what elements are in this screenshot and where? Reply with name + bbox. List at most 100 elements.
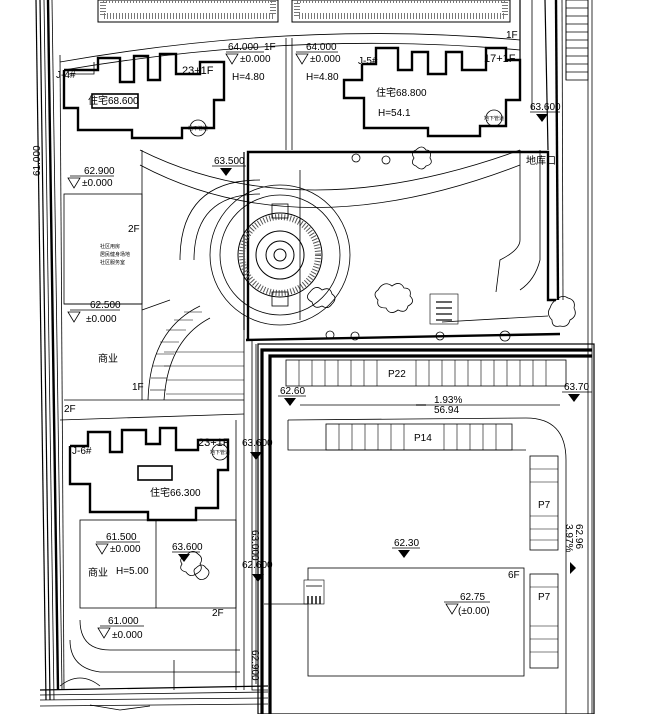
right-stairs (565, 0, 589, 81)
elevation-e7: 62.75 (±0.00) (444, 592, 490, 617)
svg-text:社区服务室: 社区服务室 (100, 259, 125, 266)
parking-column-p7b: P7 (529, 573, 559, 669)
building-j5: 地下管道 J-5# 17+1F 住宅68.800 H=54.1 (342, 46, 522, 138)
svg-text:±0.000: ±0.000 (110, 544, 141, 555)
svg-text:±0.000: ±0.000 (240, 54, 271, 65)
j6-id: J-6# (72, 446, 92, 457)
right-dim-a: 3.97% (563, 524, 574, 552)
floor-mark-2f-c: 2F (212, 608, 224, 619)
floor-mark-top-right: 1F (506, 30, 518, 41)
svg-text:±0.000: ±0.000 (310, 54, 341, 65)
commercial-a-label: 商业 (98, 352, 118, 365)
elevation-e4: 62.500 ±0.000 (67, 300, 121, 325)
svg-text:63.600: 63.600 (530, 102, 561, 113)
j6-use: 住宅66.300 (150, 486, 201, 499)
top-planter-right-hatch (294, 0, 508, 19)
svg-text:64.000: 64.000 (228, 42, 259, 53)
curved-road (139, 149, 521, 191)
elevation-e5: 61.500 ±0.000 (95, 532, 141, 555)
right-dim-b: 62.96 (573, 524, 584, 549)
circular-plaza (179, 170, 351, 326)
j4-use: 住宅68.600 (88, 94, 139, 107)
commercial-b-label: 商业 (88, 566, 108, 579)
j4-seal-text: 地下管道 (188, 125, 208, 132)
elevation-e1: 64.000 1F ±0.000 H=4.80 (225, 42, 276, 83)
curved-steps (147, 305, 201, 401)
community-building: 2F 社区用房 居民健身场地 社区服务室 (63, 193, 143, 305)
svg-text:±0.000: ±0.000 (82, 178, 113, 189)
parking-column-p7a: P7 (529, 455, 559, 551)
floor-mark-2f-b: 2F (64, 404, 76, 415)
equipment-legend (429, 293, 459, 325)
j5-use: 住宅68.800 (376, 86, 427, 99)
j5-seal (485, 109, 503, 127)
parking-row-p14: P14 (325, 423, 513, 451)
elevation-e3: 62.900 ±0.000 (67, 166, 115, 189)
svg-text:居民健身场地: 居民健身场地 (100, 251, 130, 258)
parking-p22-label: P22 (388, 369, 406, 380)
svg-text:(±0.00): (±0.00) (458, 606, 490, 617)
building-j4: 地下管道 J-4# 23+1F 住宅68.600 (56, 52, 226, 140)
j6-seal (211, 443, 229, 461)
j6-floors: 23+1F (198, 437, 230, 449)
j5-floors: 17+1F (484, 53, 516, 65)
left-boundary (35, 0, 65, 701)
svg-text:63.600: 63.600 (172, 542, 203, 553)
svg-text:62.30: 62.30 (394, 538, 419, 549)
svg-text:63.70: 63.70 (564, 382, 589, 393)
shrubs (180, 146, 576, 580)
j5-id: J-5# (358, 56, 378, 67)
parking-frame (245, 332, 595, 714)
vertical-text-b: 62.900 (249, 650, 260, 681)
svg-text:H=4.80: H=4.80 (306, 72, 339, 83)
site-frame (246, 150, 556, 340)
top-planter-left-hatch (100, 0, 276, 19)
j4-id: J-4# (56, 70, 76, 81)
j4-floors: 23+1F (182, 65, 214, 77)
svg-text:61.000: 61.000 (108, 616, 139, 627)
j5-height: H=54.1 (378, 108, 411, 119)
j4-seal (189, 119, 207, 137)
floor-mark-6f: 6F (508, 570, 520, 581)
j6-seal-text: 地下管道 (210, 449, 230, 456)
svg-text:1F: 1F (264, 42, 276, 53)
building-j6: 地下管道 J-6# 23+1F 住宅66.300 (68, 426, 230, 522)
parking-row-p22: P22 (285, 359, 567, 387)
bottom-boundary (39, 677, 269, 711)
floor-mark-2f-a: 2F (128, 224, 140, 235)
svg-text:P7: P7 (538, 592, 551, 603)
svg-text:56.94: 56.94 (434, 405, 459, 416)
elevation-e6: 61.000 ±0.000 (97, 616, 144, 641)
elevation-e2: 64.000 ±0.000 H=4.80 (295, 42, 341, 83)
spot-level-6370: 63.70 (562, 382, 592, 402)
slope-annotation: 1.93% 56.94 (300, 395, 560, 416)
spot-level-6230: 62.30 (392, 538, 420, 558)
j5-seal-text: 地下管道 (484, 115, 504, 122)
spot-level-6260: 62.60 (278, 386, 306, 406)
vertical-text-a: 63.000 (249, 530, 260, 561)
floor-mark-1f: 1F (132, 382, 144, 393)
spot-level-63600-b: 63.600 (172, 542, 203, 562)
svg-text:62.500: 62.500 (90, 300, 121, 311)
building-6f: 6F (264, 567, 525, 677)
commercial-podium (79, 519, 237, 609)
spot-level-2: 63.500 (212, 156, 246, 176)
parking-p14-label: P14 (414, 433, 432, 444)
svg-text:P7: P7 (538, 500, 551, 511)
svg-text:±0.000: ±0.000 (112, 630, 143, 641)
svg-text:62.60: 62.60 (280, 386, 305, 397)
svg-text:±0.000: ±0.000 (86, 314, 117, 325)
svg-text:61.500: 61.500 (106, 532, 137, 543)
upper-road-arc (59, 33, 521, 63)
spot-level-1: 63.600 (530, 102, 561, 122)
svg-text:62.900: 62.900 (84, 166, 115, 177)
svg-text:63.500: 63.500 (214, 156, 245, 167)
left-dim: 61.000 (32, 145, 43, 176)
svg-text:1.93%: 1.93% (434, 395, 462, 406)
svg-text:H=4.80: H=4.80 (232, 72, 265, 83)
svg-text:64.000: 64.000 (306, 42, 337, 53)
commercial-b-height: H=5.00 (116, 566, 149, 577)
svg-text:社区用房: 社区用房 (100, 243, 120, 250)
garage-label: 地库口 (526, 154, 556, 167)
